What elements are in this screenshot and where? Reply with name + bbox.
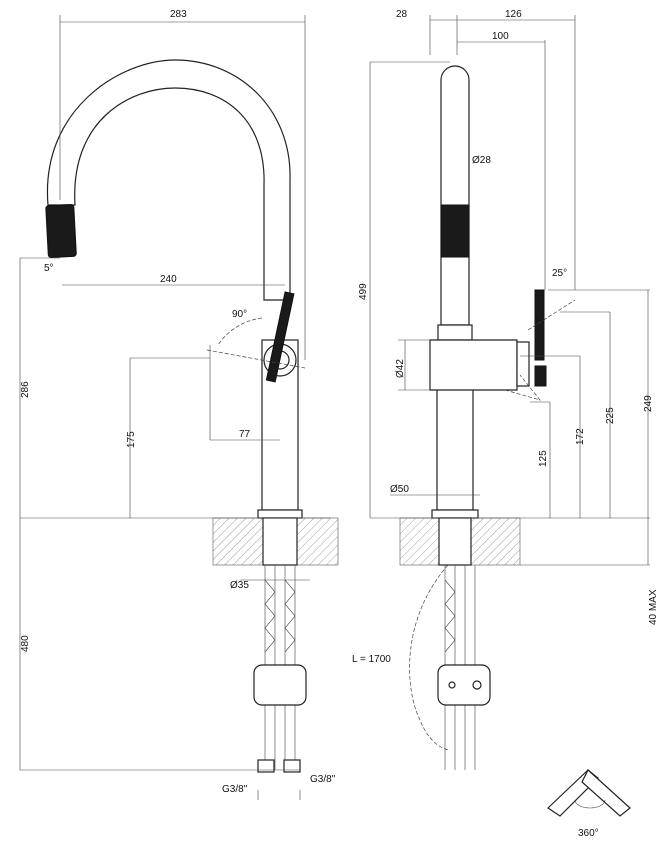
dim-499: 499 xyxy=(358,283,369,300)
spout-vertical xyxy=(440,65,470,326)
lever-handle xyxy=(265,291,295,383)
dim-77: 77 xyxy=(239,429,251,440)
dim-175: 175 xyxy=(126,431,137,448)
dim-spout-diameter: Ø28 xyxy=(472,155,491,166)
dim-249: 249 xyxy=(643,395,654,412)
dim-35: Ø35 xyxy=(230,580,249,591)
dim-g38-right: G3/8" xyxy=(310,774,336,785)
dim-25deg: 25° xyxy=(552,268,567,279)
dim-40-max: 40 MAX xyxy=(648,589,659,625)
dim-283: 283 xyxy=(170,9,187,20)
mixer-block-left xyxy=(253,664,307,706)
dim-480: 480 xyxy=(20,635,31,652)
dim-g38-left: G3/8" xyxy=(222,784,248,795)
dim-225: 225 xyxy=(605,407,616,424)
dim-240: 240 xyxy=(160,274,177,285)
pull-out-hose-path xyxy=(409,564,451,751)
dim-28: 28 xyxy=(396,9,408,20)
body-tube-front xyxy=(436,384,474,511)
spout-arc xyxy=(46,59,291,301)
dim-50: Ø50 xyxy=(390,484,409,495)
mixer-block-right xyxy=(437,664,491,706)
dim-125: 125 xyxy=(538,450,549,467)
spray-head xyxy=(45,203,77,259)
cross-body xyxy=(429,339,518,391)
lever-front xyxy=(534,289,545,361)
dim-360deg: 360° xyxy=(578,828,599,839)
dim-126: 126 xyxy=(505,9,522,20)
dim-286: 286 xyxy=(20,381,31,398)
dim-42: Ø42 xyxy=(395,359,406,378)
spray-head-front xyxy=(440,204,470,258)
side-view xyxy=(19,15,339,800)
dim-hose-length: L = 1700 xyxy=(352,654,391,665)
front-view xyxy=(369,15,650,770)
dim-100: 100 xyxy=(492,31,509,42)
dim-172: 172 xyxy=(575,428,586,445)
dim-5deg: 5° xyxy=(44,263,54,274)
dim-90deg: 90° xyxy=(232,309,247,320)
swivel-360-icon xyxy=(547,769,631,817)
dimension-labels: 283 28 126 100 Ø28 5° 240 90° 25° 499 Ø4… xyxy=(20,9,659,839)
